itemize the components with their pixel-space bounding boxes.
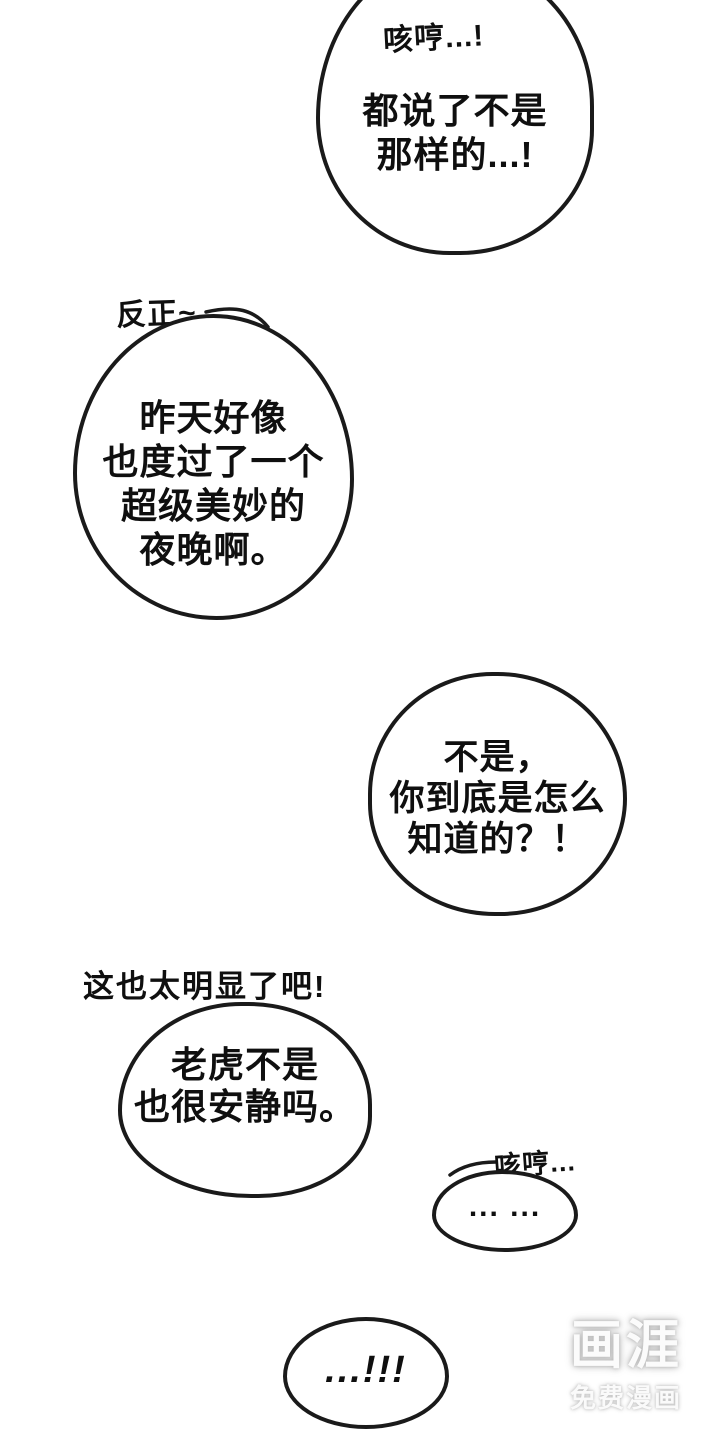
text-line: 夜晚啊。 xyxy=(139,529,288,570)
huaya-logo: 画涯 xyxy=(570,1316,682,1375)
text-line: 老虎不是 xyxy=(170,1044,319,1085)
text-line: 也很安静吗。 xyxy=(133,1086,356,1127)
bubble-shock-text: ...!!! xyxy=(325,1349,407,1391)
bubble-tiger-quiet-text: 老虎不是 也很安静吗。 xyxy=(118,1044,372,1128)
text-line: 昨天好像 xyxy=(139,397,288,438)
bubble-wonderful-night-text: 昨天好像 也度过了一个 超级美妙的 夜晚啊。 xyxy=(73,396,354,572)
speech-bubble-how-did-you-know xyxy=(368,672,627,916)
text-line: 知道的？！ xyxy=(407,820,588,859)
watermark: 画涯 免费漫画 xyxy=(556,1316,696,1415)
bubble-cough-text: 都说了不是 那样的...! xyxy=(316,89,594,177)
bubble-silence-text: ... ... xyxy=(468,1190,542,1223)
text-line: 也度过了一个 xyxy=(102,441,325,482)
bubble-cough-heading: 咳哼...! xyxy=(382,19,485,58)
text-line: 你到底是怎么 xyxy=(389,779,606,818)
text-line: 那样的...! xyxy=(376,134,534,175)
bubble-how-did-you-know-text: 不是， 你到底是怎么 知道的？！ xyxy=(368,737,627,860)
text-line: 都说了不是 xyxy=(362,90,548,131)
speech-bubble-shock xyxy=(283,1317,449,1429)
text-line: 超级美妙的 xyxy=(120,485,306,526)
speech-bubble-cough-denial xyxy=(316,0,594,255)
speech-bubble-tiger-quiet xyxy=(118,1002,372,1198)
speech-bubble-silence xyxy=(432,1170,578,1252)
speech-bubble-wonderful-night xyxy=(73,314,354,620)
text-line: 不是， xyxy=(443,738,552,777)
watermark-subtitle: 免费漫画 xyxy=(569,1383,682,1413)
bubble-obvious-label: 这也太明显了吧! xyxy=(83,969,327,1004)
